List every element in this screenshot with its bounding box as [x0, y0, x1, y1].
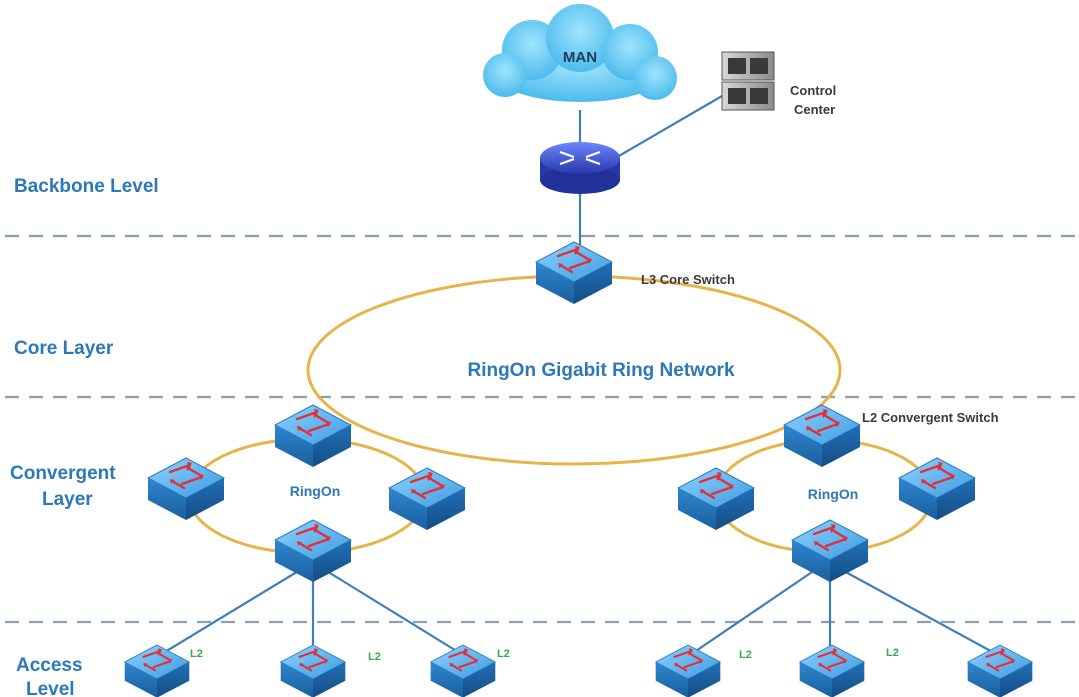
control-center-label-line1: Control: [790, 83, 836, 98]
convergent-switch-right-bottom-icon: [790, 518, 870, 584]
access-tag-2: L2: [368, 651, 381, 663]
main-ring-label: RingOn Gigabit Ring Network: [467, 360, 734, 381]
access-tag-5: L2: [886, 647, 899, 659]
convergent-layer-label-line1: Convergent: [10, 463, 116, 484]
access-tag-4: L2: [739, 649, 752, 661]
server-icon: [721, 51, 775, 111]
link-right-agg-access-3: [841, 569, 999, 656]
convergent-switch-left-icon: [146, 456, 226, 522]
link-right-agg-access-1: [689, 569, 816, 656]
convergent-switch-right-right-icon: [897, 456, 977, 522]
access-level-label-line2: Level: [26, 679, 75, 697]
l2-convergent-switch-icon: [782, 403, 862, 469]
convergent-switch-left-right-icon: [387, 466, 467, 532]
cloud-label: MAN: [563, 49, 597, 66]
access-switch-5-icon: [798, 643, 866, 697]
l3-core-switch-icon: [534, 240, 614, 306]
link-left-agg-access-3: [324, 569, 464, 656]
core-switch-label: L3 Core Switch: [641, 272, 735, 287]
link-left-agg-access-1: [159, 569, 301, 656]
core-layer-label: Core Layer: [14, 338, 114, 359]
control-center-label-line2: Center: [794, 102, 835, 117]
convergent-switch-label: L2 Convergent Switch: [862, 410, 999, 425]
access-switch-2-icon: [279, 643, 347, 697]
access-switch-6-icon: [966, 643, 1034, 697]
access-tag-1: L2: [190, 648, 203, 660]
access-tag-3: L2: [497, 648, 510, 660]
access-switch-4-icon: [654, 643, 722, 697]
router-icon: [540, 142, 620, 194]
access-level-label-line1: Access: [16, 655, 83, 676]
man-cloud-icon: [483, 4, 677, 102]
backbone-level-label: Backbone Level: [14, 176, 159, 197]
convergent-switch-right-left-icon: [676, 466, 756, 532]
convergent-switch-left-bottom-icon: [273, 518, 353, 584]
right-ring-label: RingOn: [808, 486, 859, 502]
links: [159, 95, 999, 656]
access-switch-3-icon: [429, 643, 497, 697]
access-switch-1-icon: [123, 643, 191, 697]
link-router-control-center: [611, 95, 723, 161]
left-ring-label: RingOn: [290, 483, 341, 499]
convergent-layer-label-line2: Layer: [42, 489, 93, 510]
